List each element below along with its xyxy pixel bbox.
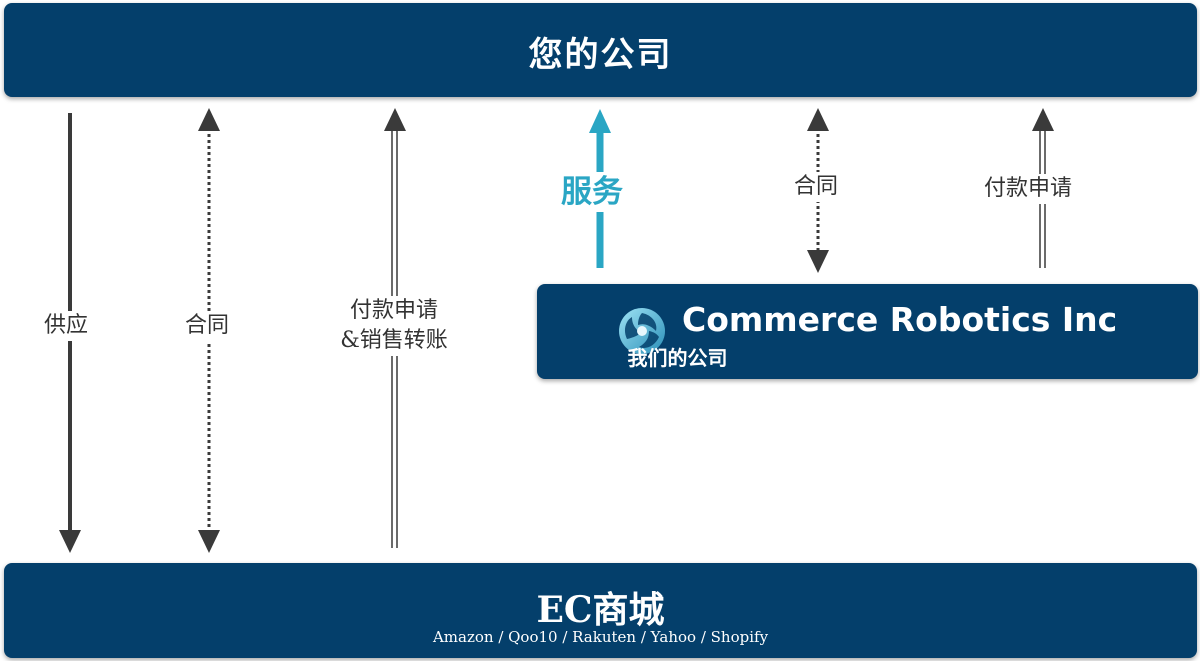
- your-company-bar: 您的公司: [4, 3, 1197, 97]
- contract-left-label: 合同: [185, 311, 230, 341]
- contract-right-label: 合同: [794, 172, 839, 202]
- service-label: 服务: [561, 172, 623, 212]
- payment-left-label-line2: &销售转账: [340, 328, 448, 353]
- your-company-title: 您的公司: [528, 35, 673, 75]
- payment-left-label: 付款申请 &销售转账: [332, 296, 456, 356]
- ec-mall-platforms: Amazon / Qoo10 / Rakuten / Yahoo / Shopi…: [432, 628, 769, 646]
- payment-left-label-line1: 付款申请: [349, 298, 438, 323]
- commerce-robotics-logo-icon: [619, 308, 665, 354]
- contract-left-arrow: [198, 108, 220, 553]
- payment-right-label: 付款申请: [984, 174, 1073, 204]
- supply-label: 供应: [44, 311, 89, 341]
- ec-mall-title: EC商城: [536, 589, 665, 631]
- commerce-robotics-subtitle: 我们的公司: [627, 346, 728, 370]
- ec-mall-bar: EC商城 Amazon / Qoo10 / Rakuten / Yahoo / …: [4, 563, 1197, 658]
- commerce-robotics-name: Commerce Robotics Inc: [682, 300, 1118, 339]
